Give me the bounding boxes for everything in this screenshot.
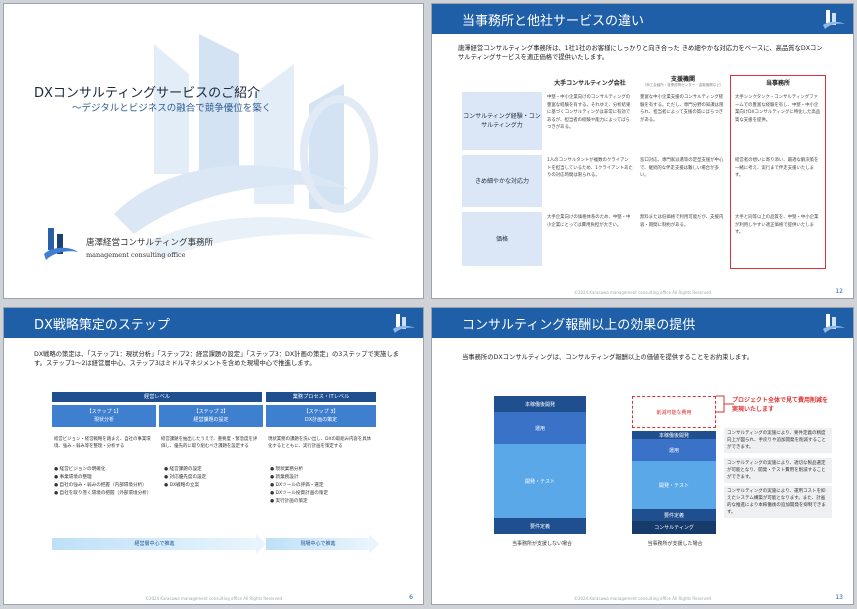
list-item: ● 経営課題の設定	[164, 467, 202, 472]
step-2-desc: 経営課題を抽出したうえで、重要度・緊急度を評価し、優先的に取り組むべき課題を設定…	[161, 437, 258, 449]
lead-text: 当事務所のDXコンサルティングは、コンサルティング報酬以上の価値を提供することを…	[462, 354, 754, 361]
cell: 大手シンクタンク・コンサルティングファームでの豊富な経験を有し、中堅・中小企業向…	[735, 95, 821, 123]
cover-subtitle: 〜デジタルとビジネスの融合で競争優位を築く	[72, 103, 272, 114]
step-3-desc: 現状業務の課題を洗い出し、DXの取組み内容を具体化するとともに、実行計画を策定す…	[268, 437, 371, 449]
note-2: コンサルティングの実施により、適切な製品選定が可能となり、開発・テスト費用を削減…	[724, 458, 832, 483]
bar-segment: 運用	[494, 412, 586, 444]
cell: 中堅・中小企業向けのコンサルティングの豊富な経験を有する。それゆえ、分析結果に基…	[547, 95, 631, 130]
cell: 大手と同等以上の品質を、中堅・中小企業が利用しやすい適正価格で提供いたします。	[735, 215, 819, 235]
cell: 窓口対応、専門家派遣等の定型支援が中心で、継続的な伴走支援は難しい場合が多い。	[640, 158, 724, 178]
slide-title: DX戦略策定のステップ	[34, 318, 170, 333]
logo-icon	[823, 10, 845, 29]
highlight-our-office	[730, 75, 826, 269]
row-header-responsiveness: きめ細やかな対応力	[462, 155, 542, 207]
list-item: ● 実行計画の策定	[270, 499, 308, 504]
step-3-items: ● 現状業務分析 ● 新業務設計 ● DXツールの評価・選定 ● DXツール投資…	[270, 466, 376, 506]
lead-text: 唐澤経営コンサルティング事務所は、1社1社のお客様にしっかりと向き合った きめ細…	[458, 45, 823, 61]
bar-segment: 本稼働後開発	[632, 431, 716, 439]
list-item: ● DX戦略の立案	[164, 483, 200, 488]
slide-dx-steps[interactable]: DX戦略策定のステップ DX戦略の策定は、「ステップ1：現状分析」「ステップ2：…	[3, 307, 424, 605]
bar-segment-saving: 削減可能な費用	[632, 396, 716, 428]
level-bar-management: 経営レベル	[52, 392, 262, 402]
arrow-management-led: 経営層中心で推進	[52, 538, 257, 550]
callout-text: プロジェクト全体で見て費用削減を実現いたします	[732, 397, 829, 413]
slide-header: コンサルティング報酬以上の効果の提供	[432, 308, 853, 338]
bar-segment: 開発・テスト	[632, 461, 716, 509]
list-item: ● DXツール投資計画の策定	[270, 491, 329, 496]
logo-icon	[393, 314, 415, 333]
arrow-head-icon	[369, 534, 379, 554]
column-header-support-orgs: 支援機関（商工会議所・産業振興センター・金融機関など）	[642, 76, 724, 87]
list-item: ● 新業務設計	[270, 475, 299, 480]
footer-copyright: ©2024 Karasawa management consulting off…	[573, 596, 712, 601]
page-number: 13	[835, 594, 843, 601]
callout-bracket	[716, 395, 734, 413]
right-bar-label: 当事務所が支援した場合	[647, 541, 703, 547]
step-3-box: 【ステップ 3】DX計画の策定	[266, 405, 376, 427]
list-item: ● DXツールの評価・選定	[270, 483, 324, 488]
slide-cover[interactable]: DXコンサルティングサービスのご紹介 〜デジタルとビジネスの融合で競争優位を築く…	[3, 3, 424, 299]
row-header-experience: コンサルティング経験・コンサルティング力	[462, 92, 542, 150]
cell: 豊富な中小企業支援のコンサルティング経験を有する。ただし、専門分野の知識は限られ…	[640, 95, 724, 123]
arrow-head-icon	[256, 534, 266, 554]
footer-copyright: ©2024 Karasawa management consulting off…	[144, 596, 283, 601]
bar-segment: 本稼働後開発	[494, 396, 586, 412]
bar-segment: 運用	[632, 439, 716, 461]
cover-graphic	[114, 34, 378, 259]
cell: 無料または低価格で利用可能だが、支援内容・期間に制約がある。	[640, 215, 724, 228]
bar-segment: 要件定義	[494, 518, 586, 534]
bar-segment: 開発・テスト	[494, 444, 586, 518]
step-1-items: ● 経営ビジョンの明確化 ● 事業環境の整理 ● 自社の強み・弱みの把握（内部環…	[54, 466, 156, 498]
level-bar-process-it: 業務プロセス・ITレベル	[266, 392, 376, 402]
company-name: 唐澤経営コンサルティング事務所	[86, 238, 213, 248]
arrow-field-led: 現場中心で推進	[266, 538, 370, 550]
step-1-box: 【ステップ 1】現状分析	[52, 405, 156, 427]
logo-icon	[823, 314, 845, 333]
left-bar-label: 当事務所が支援しない場合	[511, 541, 572, 547]
cell: 1人のコンサルタントが複数のクライアントを担当しているため、1クライアントあたり…	[547, 158, 633, 178]
slide-value-beyond-fees[interactable]: コンサルティング報酬以上の効果の提供 当事務所のDXコンサルティングは、コンサル…	[431, 307, 854, 605]
page-number: 12	[835, 288, 843, 295]
company-name-en: management consulting office	[86, 251, 186, 259]
list-item: ● 経営ビジョンの明確化	[54, 467, 106, 472]
row-header-price: 価格	[462, 212, 542, 266]
list-item: ● 自社の強み・弱みの把握（内部環境分析）	[54, 483, 147, 488]
column-header-our-office: 当事務所	[765, 80, 790, 87]
cell: 大手企業向けの価格体系のため、中堅・中小企業にとっては費用負担が大きい。	[547, 215, 631, 228]
list-item: ● 現状業務分析	[270, 467, 304, 472]
bar-segment: 要件定義	[632, 509, 716, 521]
slide-header: 当事務所と他社サービスの違い	[432, 4, 853, 34]
column-header-large-firms: 大手コンサルティング会社	[554, 80, 626, 87]
slide-comparison[interactable]: 当事務所と他社サービスの違い 唐澤経営コンサルティング事務所は、1社1社のお客様…	[431, 3, 854, 299]
lead-text: DX戦略の策定は、「ステップ1：現状分析」「ステップ2：経営課題の設定」「ステッ…	[34, 351, 399, 367]
cover-title: DXコンサルティングサービスのご紹介	[34, 86, 261, 101]
step-2-items: ● 経営課題の設定 ● 対応優先度の設定 ● DX戦略の立案	[164, 466, 264, 490]
slide-header: DX戦略策定のステップ	[4, 308, 423, 338]
company-logo	[44, 228, 78, 260]
list-item: ● 自社を取り巻く環境の把握（外部環境分析）	[54, 491, 152, 496]
page-number: 6	[409, 594, 413, 601]
bar-segment: コンサルティング	[632, 521, 716, 534]
step-2-box: 【ステップ 2】経営課題の設定	[159, 405, 263, 427]
note-3: コンサルティングの実施により、運用コストを抑えたシステム構築が可能となります。ま…	[724, 486, 832, 518]
footer-copyright: ©2024 Karasawa management consulting off…	[573, 290, 712, 295]
step-1-desc: 経営ビジョン・経営戦略を踏まえ、自社の事業環境、強み・弱み等を整理・分析する	[54, 437, 151, 449]
list-item: ● 事業環境の整理	[54, 475, 92, 480]
list-item: ● 対応優先度の設定	[164, 475, 207, 480]
note-1: コンサルティングの実施により、要件定義の精度向上が図られ、手戻りや追加開発を削減…	[724, 428, 832, 453]
slide-title: コンサルティング報酬以上の効果の提供	[462, 318, 696, 333]
slide-title: 当事務所と他社サービスの違い	[462, 14, 645, 29]
cell: 経営者の想いに寄り添い、最適な解決策を一緒に考え、実行まで伴走支援いたします。	[735, 158, 819, 178]
